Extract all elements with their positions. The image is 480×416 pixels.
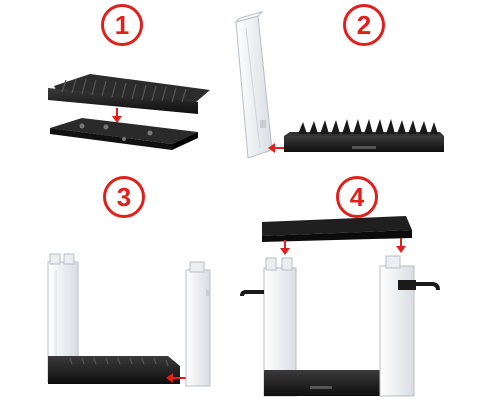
right-side-panel <box>379 255 415 397</box>
step-2-illustration <box>234 11 444 159</box>
arrow-down-icon <box>112 108 122 123</box>
headset-hook <box>240 290 264 297</box>
step-4-illustration <box>240 216 440 397</box>
slotted-tray <box>48 74 210 114</box>
right-side-panel <box>185 261 211 387</box>
step-3-illustration <box>47 253 211 387</box>
side-panel <box>234 11 273 159</box>
slotted-tray <box>264 370 380 396</box>
step-1-illustration <box>48 74 210 150</box>
top-lid <box>262 216 412 242</box>
arrow-down-icon <box>280 240 290 255</box>
step-1-label: 1 <box>101 4 143 46</box>
headset-hook <box>398 280 440 291</box>
base-plate <box>50 118 198 150</box>
step-4-label: 4 <box>336 176 378 218</box>
step-2-label: 2 <box>343 4 385 46</box>
step-3-label: 3 <box>103 176 145 218</box>
arrow-down-icon <box>396 238 406 253</box>
slotted-tray <box>48 356 180 384</box>
arrow-left-icon <box>166 373 186 383</box>
slotted-tray <box>284 119 444 152</box>
